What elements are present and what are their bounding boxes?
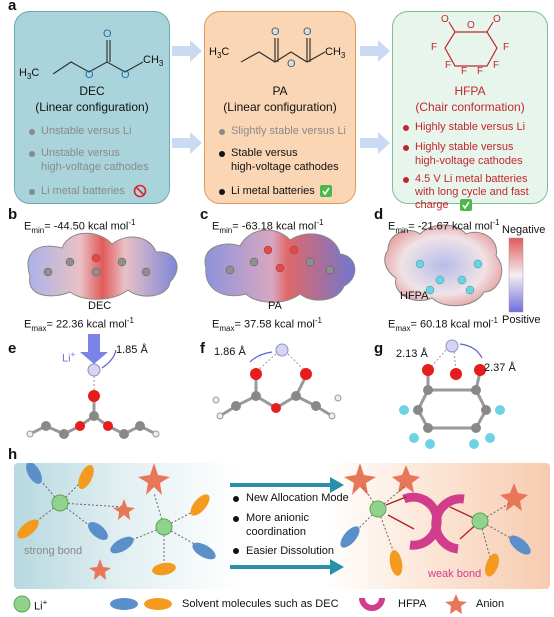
hfpa-name: HFPA [454,84,486,98]
check-icon [320,185,332,197]
pa-esp-atoms [225,245,335,275]
hfpa-f-2: F [445,60,452,71]
panel-label-f: f [200,340,205,357]
schematic-bullet-3: Easier Dissolution [246,545,335,557]
strong-bond-label: strong bond [24,545,83,557]
dec-o-left: O [85,69,94,81]
hfpa-emin: Emin= -21.67 kcal mol-1 [388,218,500,235]
hfpa-o-left: O [441,14,449,25]
pa-li-distance: 1.86 Å [214,346,246,358]
hfpa-card: O O O F F F F F F HFPA (Chair conformati… [392,11,548,211]
pa-h3c: H3C [209,46,230,61]
pa-config: (Linear configuration) [223,100,337,114]
pa-o-top-left: O [271,26,280,38]
solvation-schematic-drawing [17,463,531,580]
hfpa-f-1: F [431,42,438,53]
pa-li-structure [212,343,342,420]
coordination-structures [26,334,505,449]
arrow-dec-to-pa-top [172,40,202,62]
arrow-pa-to-hfpa-top [360,40,390,62]
hfpa-o-right: O [493,14,501,25]
legend-li: Li+ [34,598,48,613]
hfpa-f-3: F [461,66,468,77]
hfpa-f-6: F [503,42,510,53]
pa-o-top-right: O [303,26,312,38]
panel-label-b: b [8,206,18,223]
panel-label-d: d [374,206,384,223]
strong-solvation-cluster-1 [17,463,125,540]
free-anions-left [89,463,170,580]
dec-ch3: CH3 [143,54,164,69]
hfpa-f-4: F [477,66,484,77]
esp-color-scale [508,237,524,313]
panel-label-a: a [8,0,17,14]
strong-solvation-cluster-2 [110,492,216,576]
dec-config: (Linear configuration) [35,100,149,114]
hfpa-li-structure [399,339,505,449]
panel-label-h: h [8,446,18,463]
panel-label-c: c [200,206,209,223]
scale-negative-label: Negative [502,224,546,236]
hfpa-esp-label: HFPA [400,290,429,302]
legend-hfpa: HFPA [398,598,427,610]
dec-emin: Emin= -44.50 kcal mol-1 [24,218,136,235]
hfpa-esp-surface [384,224,503,307]
dec-emax: Emax= 22.36 kcal mol-1 [24,316,134,333]
arrow-dec-to-pa-bottom [172,132,202,154]
pa-esp-label: PA [268,300,282,312]
weak-solvation-cluster [340,463,531,577]
scale-positive-label: Positive [502,314,541,326]
schematic-bullet-2b: coordination [246,526,306,538]
pa-card: H3C CH3 O O O PA (Linear configuration) … [204,11,356,204]
process-arrow-top [230,483,330,487]
hfpa-config: (Chair conformation) [415,100,525,114]
legend-solvent: Solvent molecules such as DEC [182,598,339,610]
panel-label-g: g [374,340,384,357]
pa-name: PA [272,84,288,98]
dec-li-distance: 1.85 Å [116,344,148,356]
dec-structure [52,40,144,75]
schematic-bullet-1: New Allocation Mode [246,492,349,504]
dec-li-structure [26,334,160,439]
pa-ch3: CH3 [325,46,346,61]
pa-emin: Emin= -63.18 kcal mol-1 [212,218,324,235]
pa-emax: Emax= 37.58 kcal mol-1 [212,316,322,333]
arrow-pa-to-hfpa-bottom [360,132,390,154]
panel-label-e: e [8,340,17,357]
dec-esp-label: DEC [88,300,112,312]
esp-surfaces [27,224,524,313]
pa-structure [240,38,326,63]
hfpa-esp-atoms [415,259,483,295]
dec-o-top: O [103,28,112,40]
dec-card: H3C CH3 O O O DEC (Linear configuration)… [14,11,170,204]
hfpa-li-distance-2: 2.37 Å [484,362,516,374]
legend-anion: Anion [476,598,505,610]
prohibited-icon [133,184,147,198]
hfpa-li-distance-1: 2.13 Å [396,348,428,360]
weak-bond-label: weak bond [428,568,482,580]
pa-o-mid: O [287,58,296,70]
dec-o-right: O [121,69,130,81]
dec-h3c: H3C [19,67,40,82]
dec-esp-atoms [43,253,151,277]
hfpa-f-5: F [493,60,500,71]
process-arrow-bottom [230,565,330,569]
dec-esp-surface [27,232,178,300]
schematic-bullet-2: More anionic [246,512,309,524]
check-icon [460,199,472,211]
hfpa-structure [444,21,498,67]
hfpa-o-mid: O [467,20,475,31]
hfpa-emax: Emax= 60.18 kcal mol-1 [388,316,498,333]
dec-name: DEC [79,84,105,98]
li-ion-label: Li+ [62,350,76,365]
legend-symbols [13,594,467,614]
